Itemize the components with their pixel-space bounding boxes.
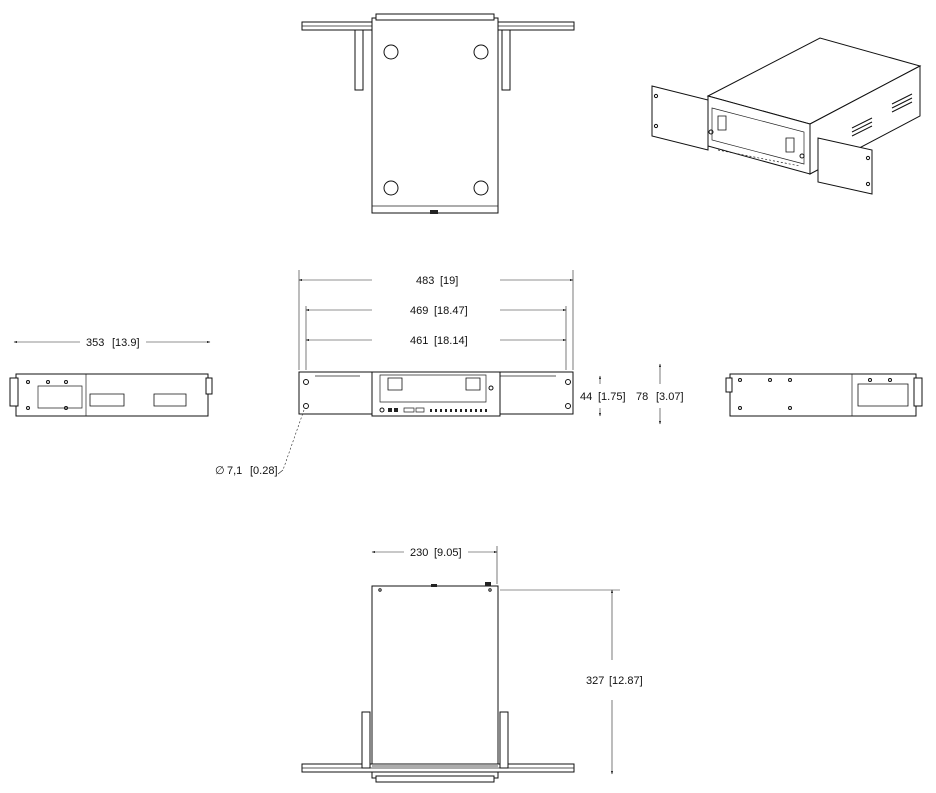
hole-diameter-value: 7,1 [227,465,242,477]
right-side-view [726,374,922,416]
hole-diameter-alt: [0.28] [250,465,278,477]
total-height-value: 78 [636,391,648,403]
depth-bottom-value: 327 [586,675,604,687]
depth-bottom-alt: [12.87] [609,675,643,687]
bottom-dimensions: 230 [9.05] 327 [12.87] [371,546,643,775]
body-width-value: 461 [410,335,428,347]
overall-width-value: 483 [416,275,434,287]
depth-side-dimension: 353 [13.9] [13,337,211,349]
body-width-alt: [18.14] [434,335,468,347]
depth-width-bottom-alt: [9.05] [434,547,462,559]
total-height-alt: [3.07] [656,391,684,403]
depth-width-bottom-value: 230 [410,547,428,559]
bottom-view [302,582,574,782]
depth-side-alt: [13.9] [112,337,140,349]
front-led-row [430,409,487,412]
isometric-view [652,38,920,194]
ear-span-alt: [18.47] [434,305,468,317]
body-height-value: 44 [580,391,592,403]
ear-span-value: 469 [410,305,428,317]
front-view [299,372,573,416]
top-view [302,14,574,214]
overall-width-alt: [19] [440,275,458,287]
left-side-view [10,374,212,416]
hole-diameter-symbol: ∅ [215,465,225,477]
body-height-alt: [1.75] [598,391,626,403]
depth-side-value: 353 [86,337,104,349]
iso-side-vents [852,94,912,136]
front-dimensions: 483 [19] 469 [18.47] 461 [18.14] 44 [1.7… [215,270,684,477]
